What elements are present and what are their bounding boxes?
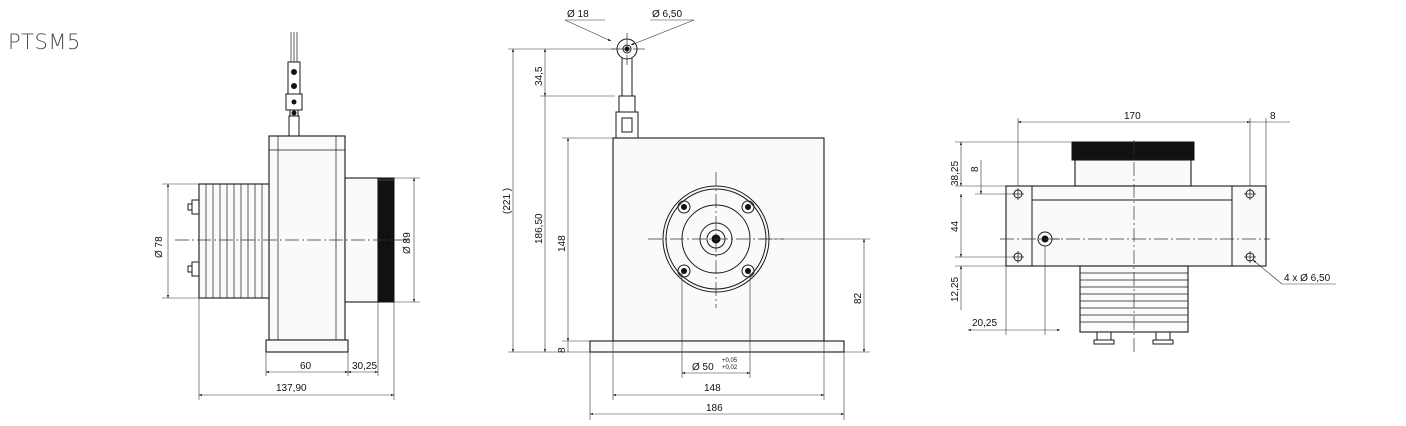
dim-148-vertical: 148 <box>557 235 568 252</box>
dim-8-vertical-top: 8 <box>970 166 981 172</box>
dim-44: 44 <box>950 220 961 232</box>
dim-dia-50: Ø 50 <box>692 362 714 373</box>
dim-30-25: 30,25 <box>352 361 377 372</box>
dim-34-5: 34,5 <box>534 66 545 86</box>
dim-dia-6-50: Ø 6,50 <box>652 9 682 20</box>
dim-8-vertical: 8 <box>557 347 568 353</box>
dim-dia-18: Ø 18 <box>567 9 589 20</box>
tolerance-minus: +0,02 <box>722 365 738 371</box>
top-view: 170 8 38,25 8 44 12,25 20,25 4 x Ø 6,50 <box>950 111 1336 352</box>
dim-186-50: 186,50 <box>534 213 545 244</box>
dim-82: 82 <box>853 292 864 304</box>
side-view: Ø 78 Ø 89 60 30,25 137,90 <box>154 32 420 400</box>
dim-20-25: 20,25 <box>972 318 997 329</box>
front-view: Ø 18 Ø 6,50 34,5 (221 ) 186,50 148 8 82 … <box>502 9 870 420</box>
dim-60: 60 <box>300 361 312 372</box>
tolerance-plus: +0,05 <box>722 358 738 364</box>
dim-dia-78: Ø 78 <box>154 236 165 258</box>
dim-holes: 4 x Ø 6,50 <box>1284 273 1331 284</box>
dim-186: 186 <box>706 403 723 414</box>
dim-170: 170 <box>1124 111 1141 122</box>
dim-221: (221 ) <box>502 188 513 214</box>
dim-dia-89: Ø 89 <box>402 232 413 254</box>
dim-38-25: 38,25 <box>950 161 961 186</box>
dim-148-horizontal: 148 <box>704 383 721 394</box>
mount-holes <box>1012 188 1256 263</box>
dim-137-90: 137,90 <box>276 383 307 394</box>
page-title: PTSM5 <box>8 30 81 54</box>
dim-8: 8 <box>1270 111 1276 122</box>
dim-12-25: 12,25 <box>950 277 961 302</box>
flange-holes <box>677 200 755 278</box>
